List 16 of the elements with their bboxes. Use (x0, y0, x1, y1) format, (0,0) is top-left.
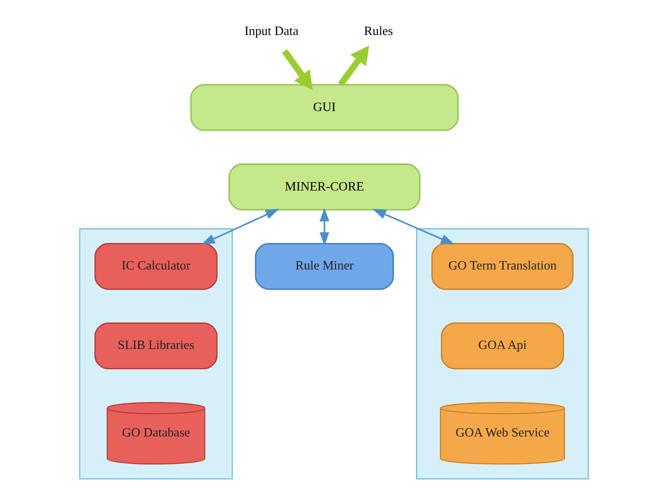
cluster (416, 228, 589, 480)
arrow (201, 208, 280, 245)
node-box: GOA Api (440, 322, 564, 370)
node-box: GUI (190, 84, 459, 131)
node-text: Input Data (244, 24, 298, 38)
arrow (338, 46, 370, 86)
arrow (282, 49, 313, 90)
node-box: SLIB Libraries (94, 322, 218, 370)
cluster (79, 228, 233, 480)
arrow (372, 208, 455, 245)
node-box: GO Term Translation (431, 243, 574, 290)
node-text: Rules (364, 24, 393, 38)
node-box: IC Calculator (94, 243, 218, 290)
node-box: Rule Miner (254, 243, 394, 290)
node-box: MINER-CORE (228, 164, 420, 210)
arrow (320, 208, 330, 246)
